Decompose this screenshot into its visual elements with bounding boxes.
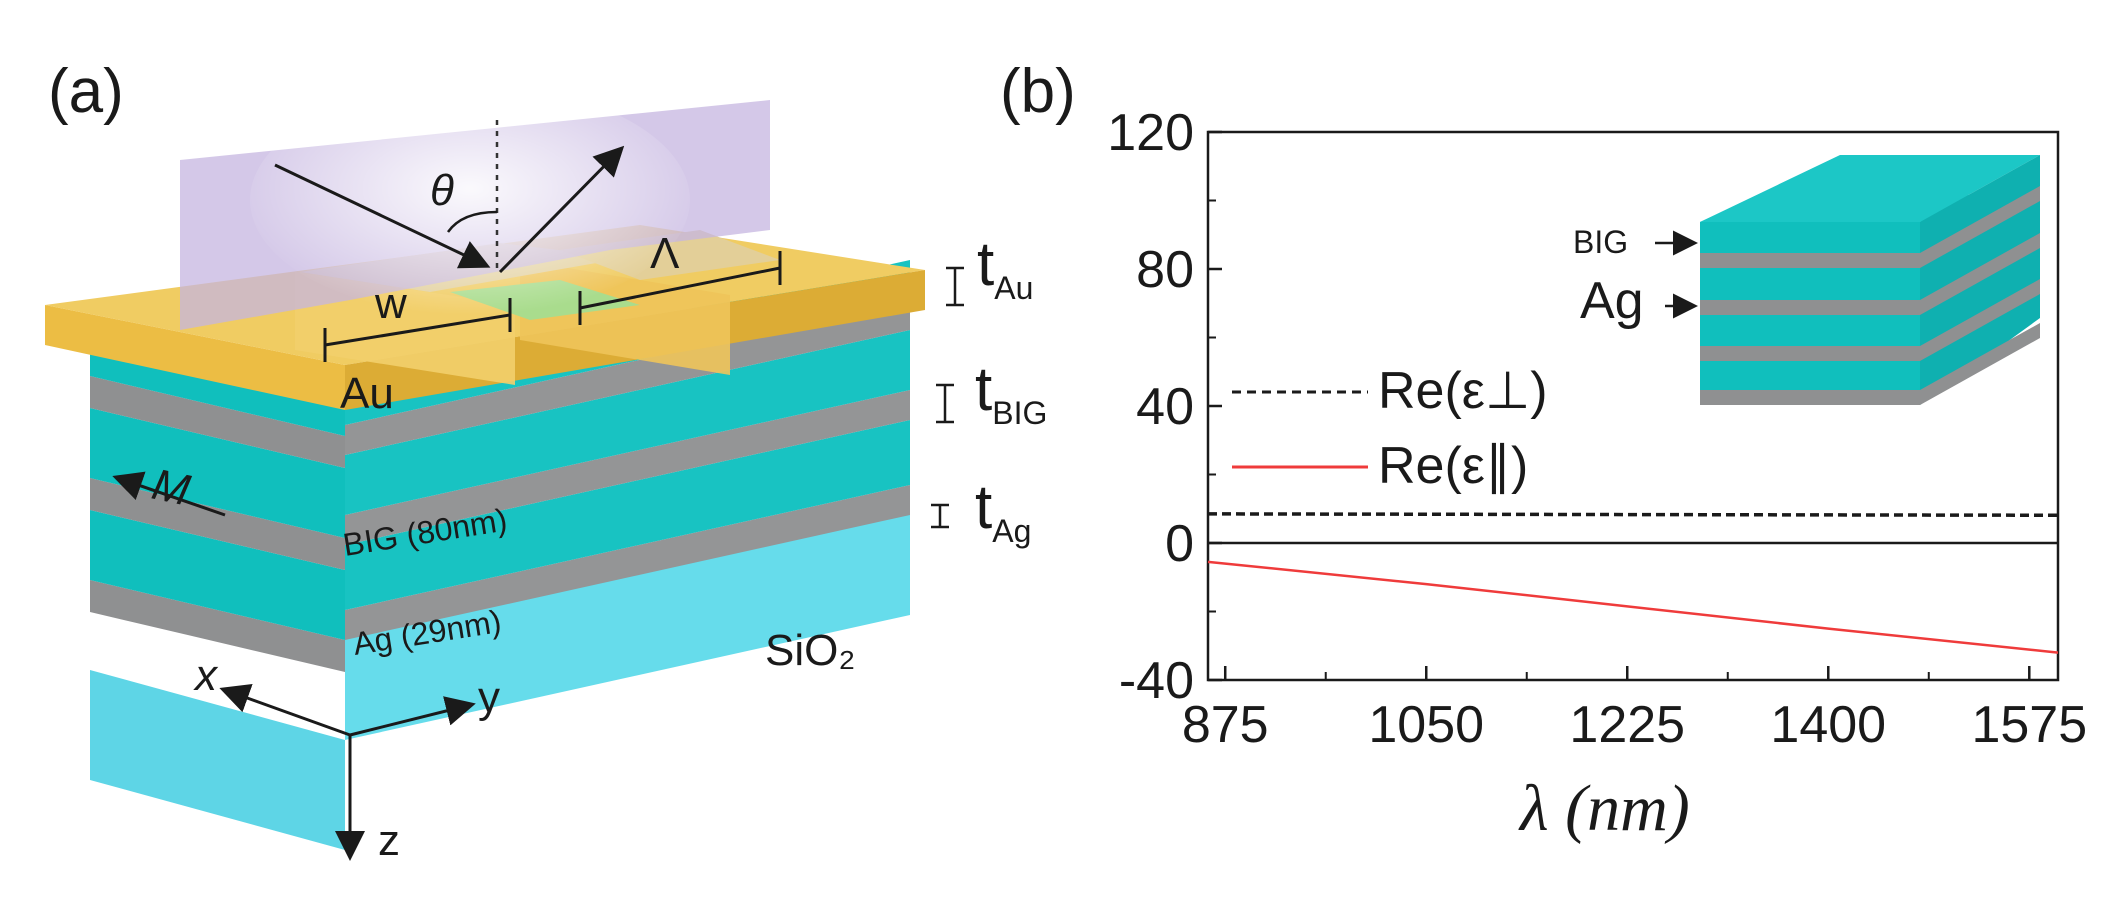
w-label: w — [374, 279, 407, 328]
thickness-markers — [931, 266, 964, 529]
x-tick-label: 1575 — [1971, 696, 2087, 754]
m-arrow — [112, 471, 226, 517]
inset-ag-label: Ag — [1580, 272, 1644, 330]
theta-label: θ — [430, 166, 454, 215]
legend-label-perp: Re(ε⊥) — [1378, 362, 1548, 420]
x-tick-label: 875 — [1182, 696, 1269, 754]
y-tick-label: 0 — [1165, 515, 1194, 573]
x-ticks: 875 1050 1225 1400 1575 — [1182, 666, 2087, 754]
lambda-label: Λ — [650, 229, 680, 278]
y-axis-label: y — [478, 673, 500, 722]
legend-label-par: Re(ε∥) — [1378, 437, 1528, 495]
x-axis-label: λ (nm) — [1518, 772, 1690, 845]
panel-a-label: (a) — [48, 57, 124, 126]
x-tick-label: 1050 — [1368, 696, 1484, 754]
x-axis-label: x — [193, 651, 219, 700]
x-tick-label: 1400 — [1770, 696, 1886, 754]
inset-stack: BIG Ag — [1573, 155, 2040, 405]
series-layer — [1207, 512, 2059, 654]
x-tick-label: 1225 — [1569, 696, 1685, 754]
sio2-side — [345, 500, 910, 740]
z-axis-label: z — [378, 816, 400, 865]
y-tick-label: 40 — [1136, 378, 1194, 436]
series-re-eps-perp — [1207, 512, 2059, 518]
sio2-front — [90, 670, 345, 850]
layer-stack-front — [90, 342, 345, 672]
y-ticks: -40 0 40 80 120 — [1107, 104, 1222, 710]
theta-arc — [446, 210, 498, 233]
reflected-ray — [498, 145, 625, 274]
gold-front — [45, 305, 345, 410]
x-axis — [219, 684, 351, 737]
y-tick-label: 120 — [1107, 104, 1194, 162]
t-ag-label: tAg — [975, 473, 1031, 549]
w-dimension — [324, 313, 511, 347]
series-re-eps-par — [1207, 560, 2059, 654]
t-big-label: tBIG — [975, 355, 1047, 431]
au-label: Au — [340, 369, 394, 418]
panel-b: (b) -40 0 40 80 120 875 1050 1225 1400 1575 Re(ε… — [1000, 57, 2087, 845]
y-axis — [349, 696, 476, 737]
incidence-plane-glow — [250, 85, 690, 315]
panel-a: (a) — [45, 57, 1047, 865]
inset-big-label: BIG — [1573, 224, 1628, 260]
lambda-dimension — [579, 266, 781, 310]
y-tick-label: -40 — [1119, 652, 1194, 710]
t-au-label: tAu — [977, 230, 1033, 306]
sio2-label: SiO₂ — [765, 626, 855, 675]
panel-b-label: (b) — [1000, 57, 1076, 126]
incident-ray — [274, 163, 491, 269]
legend: Re(ε⊥) Re(ε∥) — [1232, 362, 1548, 495]
y-tick-label: 80 — [1136, 241, 1194, 299]
